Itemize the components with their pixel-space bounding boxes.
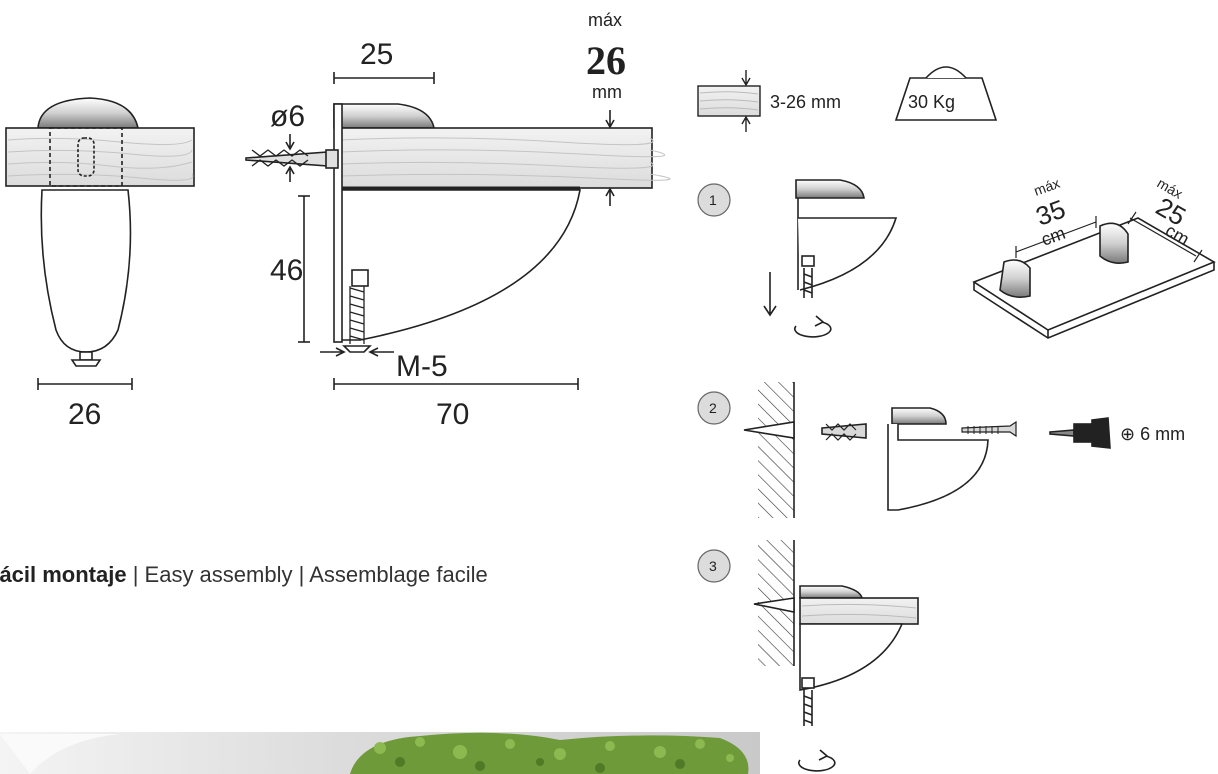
step-1-number: 1 [709,192,717,208]
tagline-rest: | Easy assembly | Assemblage facile [126,562,488,587]
side-max-top-label: máx [588,10,622,30]
side-screw-nut [351,269,369,287]
thickness-spec-icon [697,70,761,132]
product-photo [0,732,760,774]
side-clamp-top [333,103,435,129]
front-width-label: 26 [68,398,101,431]
spacing-diagram [972,211,1216,339]
front-view-drawing [5,97,195,390]
assembly-tagline: Fácil montaje | Easy assembly | Assembla… [0,562,488,588]
side-top-width-label: 25 [360,38,393,71]
screw-size-label: M-5 [396,350,448,383]
rotate-arrow-icon [794,315,832,338]
side-bracket-shell [337,189,581,341]
front-clamp-cap [37,97,139,129]
step-3-number: 3 [709,558,717,574]
front-shelf-board [5,127,195,187]
side-max-value-label: 26 [586,38,626,83]
step-2-drawing [743,382,1111,518]
step-2-wall-plug-icon [821,423,867,441]
step-2-number: 2 [709,400,717,416]
wall-hatch [758,382,794,518]
step-3-drawing [753,540,919,772]
drill-icon [1049,417,1111,449]
step-1-bracket-drawing [763,179,898,338]
step-2-badge: 2 [697,391,731,425]
step-3-shelf [799,597,919,625]
side-view-drawing [245,72,671,390]
step-3-badge: 3 [697,549,731,583]
dowel-diameter-label: ø6 [270,100,305,133]
drill-size-label: ⊕ 6 mm [1120,424,1185,444]
step-3-rotate-arrow-icon [798,749,836,772]
step-1-badge: 1 [697,183,731,217]
dowel-wall-plug-icon [245,134,339,182]
thickness-spec-label: 3-26 mm [770,92,841,112]
weight-icon [894,66,998,121]
tagline-bold: Fácil montaje [0,562,127,587]
side-height-label: 46 [270,254,303,287]
side-max-unit-label: mm [592,82,622,102]
front-bracket-body [40,189,132,353]
weight-spec-label: 30 Kg [908,92,955,112]
side-total-width-label: 70 [436,398,469,431]
screw-icon [961,420,1017,438]
